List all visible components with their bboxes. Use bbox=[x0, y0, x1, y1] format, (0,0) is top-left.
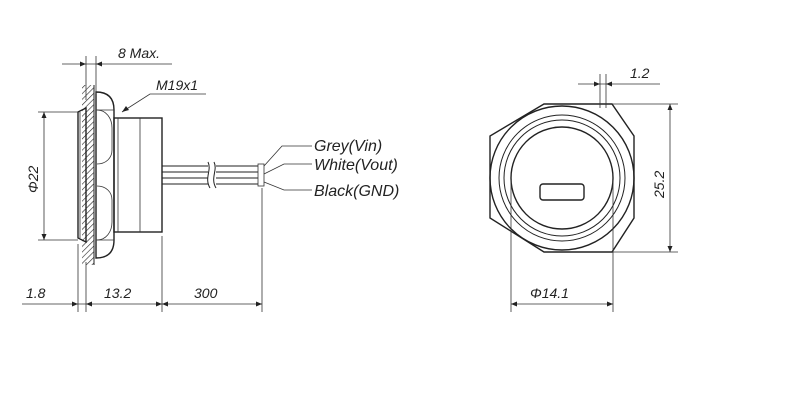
wire-label-black: Black(GND) bbox=[314, 183, 399, 200]
nut-facet-bottom bbox=[96, 185, 113, 241]
ring-3 bbox=[503, 119, 621, 237]
arrow bbox=[41, 234, 47, 240]
dim-cable-label: 300 bbox=[194, 285, 218, 301]
arrow bbox=[80, 61, 86, 67]
arrow bbox=[667, 104, 673, 110]
ring-2 bbox=[498, 114, 626, 242]
ring-inner bbox=[510, 126, 614, 230]
front-view: 1.2 25.2 Φ14.1 bbox=[489, 65, 678, 312]
arrow bbox=[96, 61, 102, 67]
cable-break-2 bbox=[213, 161, 217, 189]
hex-nut bbox=[95, 91, 115, 259]
arrow bbox=[41, 112, 47, 118]
dim-offset-label: 1.2 bbox=[630, 65, 650, 81]
dim-body-label: 13.2 bbox=[104, 285, 131, 301]
ring-outer bbox=[489, 105, 635, 251]
dim-8max-label: 8 Max. bbox=[118, 45, 160, 61]
leader-white bbox=[263, 163, 312, 175]
side-view: Grey(Vin) White(Vout) Black(GND) 8 Max. … bbox=[22, 45, 399, 312]
arrow bbox=[594, 81, 600, 87]
leader-grey bbox=[263, 145, 312, 167]
nut-facet-top bbox=[96, 109, 113, 165]
panel-hatch bbox=[82, 85, 94, 265]
arrow bbox=[162, 301, 168, 307]
dim-flats-label: 25.2 bbox=[651, 171, 667, 199]
thread-leader bbox=[121, 93, 206, 113]
arrow bbox=[156, 301, 162, 307]
arrow bbox=[256, 301, 262, 307]
wire-label-white: White(Vout) bbox=[314, 157, 398, 174]
dim-inner-label: Φ14.1 bbox=[530, 285, 569, 301]
flange-head bbox=[77, 106, 87, 244]
arrow bbox=[86, 301, 92, 307]
arrow bbox=[122, 106, 129, 112]
leader-black bbox=[263, 181, 312, 191]
wire-ends bbox=[257, 163, 265, 187]
dim-flange-label: 1.8 bbox=[26, 285, 46, 301]
led-slot bbox=[539, 183, 585, 201]
arrow bbox=[511, 301, 517, 307]
dim-dia22-label: Φ22 bbox=[25, 165, 41, 193]
threaded-body bbox=[113, 117, 163, 233]
arrow bbox=[72, 301, 78, 307]
thread-label: M19x1 bbox=[156, 77, 198, 93]
arrow bbox=[607, 301, 613, 307]
arrow bbox=[606, 81, 612, 87]
wire-label-grey: Grey(Vin) bbox=[314, 138, 382, 155]
arrow bbox=[667, 246, 673, 252]
cable-break-1 bbox=[207, 161, 211, 189]
